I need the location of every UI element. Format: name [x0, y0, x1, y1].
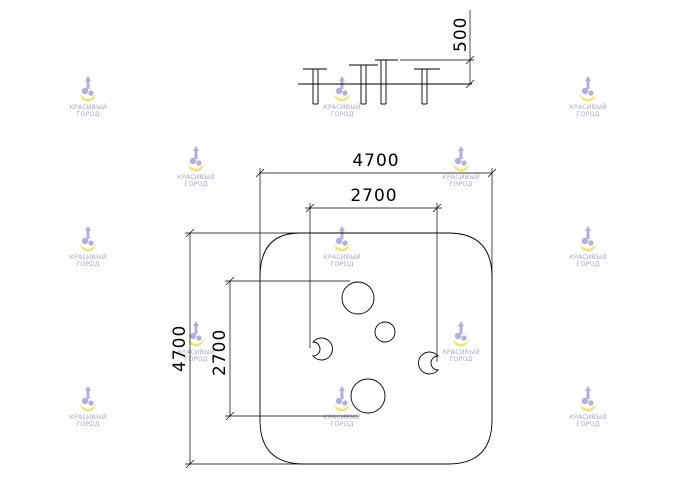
watermark-text-line2: ГОРОД [449, 355, 472, 363]
plan-view: 4700 2700 4700 2700 [170, 151, 497, 469]
dimension-inner-height: 2700 [210, 329, 230, 376]
watermark-layer: КРАСИВЫЙГОРОДКРАСИВЫЙГОРОДКРАСИВЫЙГОРОДК… [69, 76, 607, 428]
watermark-text-line1: КРАСИВЫЙ [442, 347, 480, 356]
safety-zone-outline [259, 232, 493, 465]
watermark-text-line1: КРАСИВЫЙ [69, 412, 107, 421]
dimension-outer-width: 4700 [352, 151, 399, 171]
watermark-text-line2: ГОРОД [184, 180, 207, 188]
seat-plan-small [374, 321, 396, 343]
watermark-text-line2: ГОРОД [330, 420, 353, 428]
watermark-text-line2: ГОРОД [76, 110, 99, 118]
side-elevation: 500 [298, 10, 475, 105]
watermark-text-line1: КРАСИВЫЙ [69, 252, 107, 261]
watermark-text-line2: ГОРОД [184, 355, 207, 363]
seat-plan-notched [312, 337, 333, 361]
dimension-inner-width: 2700 [350, 186, 397, 206]
seat-plan-large [350, 378, 386, 414]
watermark-text-line1: КРАСИВЫЙ [569, 252, 607, 261]
watermark-text-line1: КРАСИВЫЙ [177, 172, 215, 181]
watermark-text-line2: ГОРОД [576, 260, 599, 268]
dimension-outer-height: 4700 [170, 325, 190, 372]
watermark-text-line2: ГОРОД [76, 260, 99, 268]
watermark-text-line1: КРАСИВЫЙ [569, 412, 607, 421]
watermark-text-line2: ГОРОД [576, 420, 599, 428]
watermark-text-line1: КРАСИВЫЙ [442, 172, 480, 181]
watermark-text-line2: ГОРОД [76, 420, 99, 428]
dimension-height-top: 500 [451, 17, 471, 52]
watermark-text-line2: ГОРОД [330, 260, 353, 268]
seat-plan-large [341, 281, 375, 315]
watermark-text-line2: ГОРОД [449, 180, 472, 188]
watermark-text-line1: КРАСИВЫЙ [177, 347, 215, 356]
watermark-text-line1: КРАСИВЫЙ [69, 102, 107, 111]
watermark-text-line1: КРАСИВЫЙ [569, 102, 607, 111]
seat-plan-notched [418, 351, 439, 375]
watermark-text-line1: КРАСИВЫЙ [323, 252, 361, 261]
watermark-text-line2: ГОРОД [330, 110, 353, 118]
watermark-text-line2: ГОРОД [576, 110, 599, 118]
watermark-text-line1: КРАСИВЫЙ [323, 412, 361, 421]
watermark-text-line1: КРАСИВЫЙ [323, 102, 361, 111]
